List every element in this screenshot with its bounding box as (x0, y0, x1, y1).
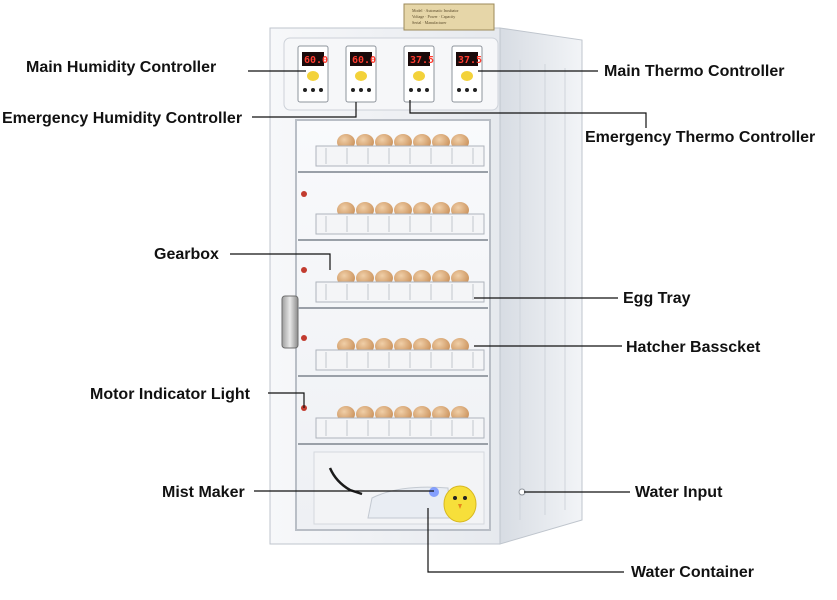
emergency-thermo-display: 37.5 (410, 55, 434, 66)
egg-tray (298, 202, 488, 241)
water-container-area (313, 451, 485, 525)
emergency-thermo-controller[interactable]: 37.5 (403, 45, 435, 103)
leader-lines (230, 70, 647, 573)
main-humidity-controller[interactable]: 60.0 (297, 45, 329, 103)
label-water-container: Water Container (631, 564, 754, 581)
door-handle[interactable] (281, 295, 299, 349)
label-emergency-thermo-controller: Emergency Thermo Controller (585, 129, 815, 146)
control-panel (283, 37, 499, 111)
chick-sticker (443, 485, 477, 523)
main-thermo-controller[interactable]: 37.5 (451, 45, 483, 103)
label-mist-maker: Mist Maker (162, 484, 245, 501)
label-water-input: Water Input (635, 484, 723, 501)
tray-rail (315, 349, 485, 371)
tray-rail (315, 281, 485, 303)
label-main-humidity-controller: Main Humidity Controller (26, 59, 216, 76)
cabinet-side-panel (499, 27, 583, 545)
nameplate: Model · Automatic Incubator Voltage · Po… (403, 3, 495, 31)
egg-tray (298, 338, 488, 377)
label-egg-tray: Egg Tray (623, 290, 691, 307)
svg-text:Model · Automatic Incubator: Model · Automatic Incubator (412, 8, 459, 13)
egg-tray (298, 270, 488, 309)
egg-trays (298, 134, 488, 445)
main-humidity-display: 60.0 (304, 55, 328, 66)
egg-tray (298, 406, 488, 445)
svg-text:Serial · Manufacturer: Serial · Manufacturer (412, 20, 447, 25)
label-gearbox: Gearbox (154, 246, 219, 263)
main-thermo-display: 37.5 (458, 55, 482, 66)
mist-maker-glow (429, 487, 439, 497)
tray-rail (315, 145, 485, 167)
power-cord (328, 467, 363, 496)
label-main-thermo-controller: Main Thermo Controller (604, 63, 784, 80)
emergency-humidity-display: 60.0 (352, 55, 376, 66)
svg-text:Voltage · Power · Capacity: Voltage · Power · Capacity (412, 14, 455, 19)
egg-tray (298, 134, 488, 173)
tray-rail (315, 213, 485, 235)
emergency-humidity-controller[interactable]: 60.0 (345, 45, 377, 103)
label-emergency-humidity-controller: Emergency Humidity Controller (2, 110, 242, 127)
label-hatcher-basket: Hatcher Basscket (626, 339, 761, 356)
label-motor-indicator-light: Motor Indicator Light (90, 386, 251, 403)
tray-rail (315, 417, 485, 439)
